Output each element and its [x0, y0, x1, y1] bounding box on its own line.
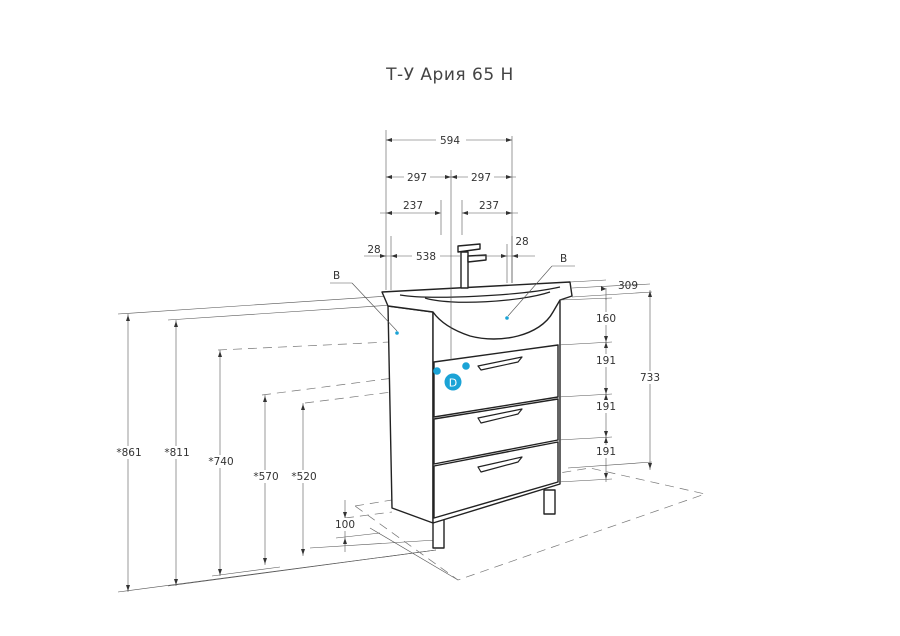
right-dimensions: 160 191 191 191 733: [557, 290, 664, 483]
dim-body-height-733: 733: [640, 372, 660, 384]
dim-depth-309: 309: [618, 280, 638, 292]
dim-height-740: *740: [208, 456, 233, 468]
drawer-handle-top: [477, 356, 523, 371]
drawer-handle-middle: [477, 408, 523, 424]
marker-b-left-dot: [395, 331, 399, 335]
dim-inner-538: 538: [416, 251, 436, 263]
marker-pipe-right-icon: [462, 362, 470, 370]
drawing-title: Т-У Ария 65 Н: [385, 65, 514, 85]
dim-drawer-2-191: 191: [596, 401, 616, 413]
top-dimensions: 594 297 297 237 237 28 538 28: [364, 130, 535, 360]
perspective-guides: [117, 291, 653, 593]
side-panel: [387, 305, 434, 524]
dim-drawer-3-191: 191: [596, 446, 616, 458]
marker-pipe-left-icon: [433, 367, 441, 375]
b-leaders: B B: [330, 253, 575, 332]
dim-leg-100: 100: [335, 519, 355, 531]
faucet-icon: [457, 243, 487, 289]
marker-drain-icon: [444, 373, 462, 391]
depth-dimension: 309: [569, 279, 651, 300]
dim-half-left-297: 297: [407, 172, 427, 184]
dim-height-861: *861: [116, 447, 141, 459]
label-b-right: B: [560, 253, 567, 265]
dim-top-section-160: 160: [596, 313, 616, 325]
dim-height-520: *520: [291, 471, 316, 483]
marker-b-right-dot: [505, 316, 509, 320]
dim-half-right-297: 297: [471, 172, 491, 184]
dim-height-811: *811: [164, 447, 189, 459]
drawer-handle-bottom: [477, 456, 523, 473]
dim-drawer-1-191: 191: [596, 355, 616, 367]
left-dimensions: *861 *811 *740 *570 *520 100: [112, 314, 381, 592]
dim-height-570: *570: [253, 471, 278, 483]
dim-edge-right-28: 28: [515, 236, 528, 248]
marker-drain-label: D: [449, 377, 457, 390]
leg-front-right: [543, 489, 556, 515]
dim-edge-left-28: 28: [367, 244, 380, 256]
dim-offset-right-237: 237: [479, 200, 499, 212]
connection-markers: D: [395, 316, 509, 391]
label-b-left: B: [333, 270, 340, 282]
dim-width-594: 594: [440, 135, 460, 147]
dim-offset-left-237: 237: [403, 200, 423, 212]
washbasin: [381, 281, 573, 340]
